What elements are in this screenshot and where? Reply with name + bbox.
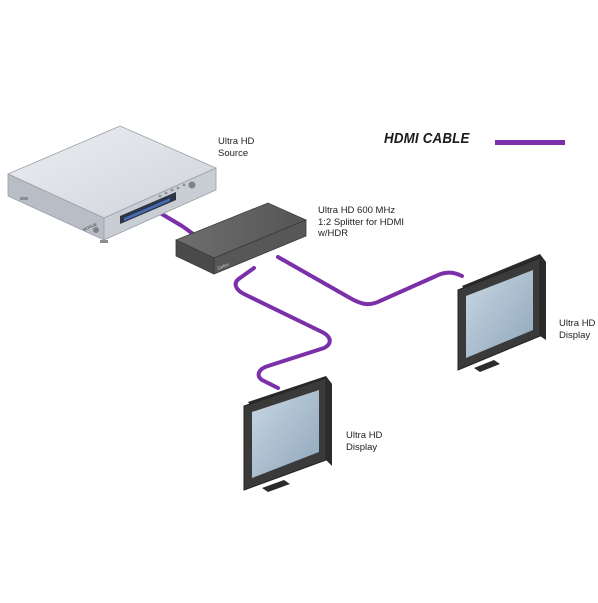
- knob-right-icon: [188, 181, 196, 189]
- label-display-bottom: Ultra HD Display: [346, 430, 383, 453]
- splitter-device: Gefen: [175, 202, 308, 275]
- label-display-right: Ultra HD Display: [559, 318, 596, 341]
- legend-cable-swatch: [495, 140, 565, 145]
- display-bottom: [243, 376, 332, 492]
- display-right: [457, 254, 546, 372]
- display-bottom-screen: [252, 390, 319, 478]
- display-right-screen: [466, 270, 533, 358]
- splitter-badge: Gefen: [217, 262, 231, 271]
- legend-label: HDMI CABLE: [384, 131, 470, 147]
- source-panel-text: ROGUE: [82, 221, 98, 232]
- cable-splitter-to-bottom-display: [233, 266, 332, 390]
- label-splitter: Ultra HD 600 MHz 1:2 Splitter for HDMI w…: [318, 205, 405, 239]
- cable-splitter-to-right-display: [276, 255, 464, 307]
- knob-left-icon: [93, 227, 99, 233]
- label-source: Ultra HD Source: [218, 136, 255, 159]
- source-device: ROGUE: [7, 125, 217, 243]
